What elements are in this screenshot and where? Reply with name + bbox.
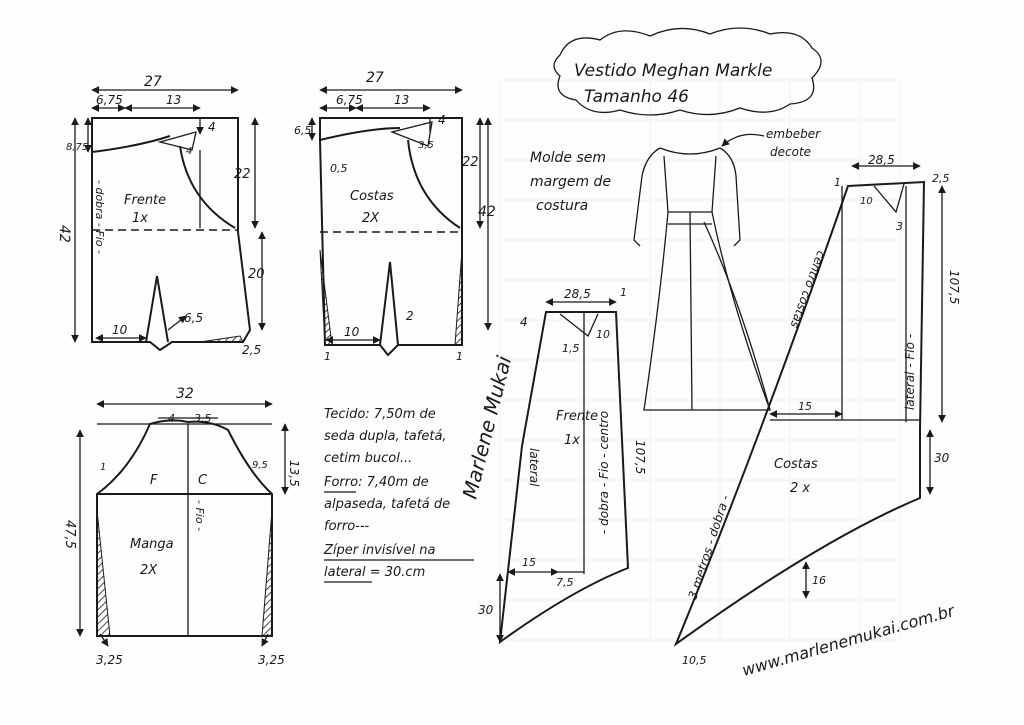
frente-height: 42 xyxy=(56,225,72,243)
costas-label: Costas xyxy=(350,189,394,204)
title-line-1: Vestido Meghan Markle xyxy=(574,61,772,81)
manga-left: 1 xyxy=(100,462,106,473)
skirt-front-right: 1 xyxy=(620,286,627,299)
costas-height: 42 xyxy=(478,204,496,220)
costas-d1: 6,75 xyxy=(336,93,363,107)
manga-right: 9,5 xyxy=(252,460,268,471)
costas-dart: 2 xyxy=(406,309,414,323)
frente-side2: 20 xyxy=(248,267,265,282)
skirt-back-metros: 3 metros - dobra - xyxy=(686,493,733,601)
frente-d3: 4 xyxy=(208,120,216,134)
skirt-back-dart: 10 xyxy=(860,196,873,207)
skirt-back-width: 28,5 xyxy=(868,153,895,167)
fabric-line-5: alpaseda, tafetá de xyxy=(324,497,450,512)
margin-note-3: costura xyxy=(536,198,588,214)
costas-c1: 1 xyxy=(324,350,331,363)
fabric-line-6: forro--- xyxy=(324,519,370,534)
skirt-back-zip: 30 xyxy=(934,451,950,465)
costas-qty: 2X xyxy=(362,211,380,226)
skirt-back-qty: 2 x xyxy=(790,481,810,496)
frente-d5: 4 xyxy=(186,146,192,157)
skirt-front-lateral: lateral xyxy=(527,448,541,487)
manga-lbl-c: C xyxy=(198,473,208,488)
costas-d6: 0,5 xyxy=(330,162,348,175)
manga-qty: 2X xyxy=(140,563,158,578)
skirt-back-hem: 16 xyxy=(812,574,826,587)
costas-d5: 3,5 xyxy=(418,140,434,151)
manga-b2: 3,25 xyxy=(258,653,285,667)
manga-height: 47,5 xyxy=(62,520,77,549)
frente-d1: 6,75 xyxy=(96,93,123,107)
skirt-front-length: 107,5 xyxy=(633,440,647,474)
frente-label: Frente xyxy=(124,193,166,208)
costas-side1: 22 xyxy=(462,155,479,170)
costas-d4: 6,5 xyxy=(294,124,312,137)
manga-width: 32 xyxy=(176,386,194,402)
frente-dart: 6,5 xyxy=(184,311,203,325)
frente-d2: 13 xyxy=(166,93,181,107)
costas-d3: 4 xyxy=(438,113,446,127)
skirt-back-left: 1 xyxy=(834,176,841,189)
manga-label: Manga xyxy=(130,537,174,552)
skirt-front-w15: 15 xyxy=(522,556,536,569)
manga-lbl-f: F xyxy=(150,473,158,488)
skirt-front-qty: 1x xyxy=(564,433,580,448)
title-line-2: Tamanho 46 xyxy=(584,87,689,107)
signature: Marlene Mukai xyxy=(458,353,517,501)
manga-cap2: 3,5 xyxy=(194,412,212,425)
manga-fio: - Fio - xyxy=(193,500,206,531)
skirt-front-width: 28,5 xyxy=(564,287,591,301)
dress-illustration xyxy=(633,147,771,411)
frente-bottom: 2,5 xyxy=(242,343,261,357)
frente-side1: 22 xyxy=(234,167,251,182)
title-cloud: Vestido Meghan Markle Tamanho 46 xyxy=(553,27,822,116)
fabric-line-4: Forro: 7,40m de xyxy=(324,475,429,490)
margin-note-1: Molde sem xyxy=(530,150,606,166)
costas-base: 10 xyxy=(344,325,360,339)
fabric-line-2: seda dupla, tafetá, xyxy=(324,429,447,444)
costas-width: 27 xyxy=(366,70,384,86)
fabric-line-7: Zíper invisível na xyxy=(323,543,435,558)
costas-d2: 13 xyxy=(394,93,409,107)
decote-note-1: embeber xyxy=(766,127,821,141)
skirt-back-lateral: lateral - Fio - xyxy=(903,334,917,410)
frente-width: 27 xyxy=(144,74,162,90)
fabric-line-3: cetim bucol... xyxy=(324,451,412,466)
skirt-back-label: Costas xyxy=(774,457,818,472)
skirt-back-w15: 15 xyxy=(798,400,812,413)
background-table-ghost xyxy=(499,79,901,641)
skirt-front-centro: - dobra - Fio - centro xyxy=(597,411,611,534)
skirt-back-centro: centro costas xyxy=(788,249,829,330)
bodice-back-piece: 27 6,75 13 4 6,5 3,5 0,5 22 42 2 10 1 1 … xyxy=(294,70,496,363)
frente-fold: - dobra - Fio - xyxy=(93,180,106,254)
skirt-front-label: Frente xyxy=(556,409,598,424)
skirt-front-piece: 28,5 4 1 1,5 10 107,5 Frente 1x lateral … xyxy=(478,286,647,645)
skirt-back-length: 107,5 xyxy=(947,270,961,304)
skirt-front-zip: 30 xyxy=(478,603,494,617)
skirt-back-dart2: 3 xyxy=(896,220,903,233)
skirt-front-dart2: 10 xyxy=(596,328,610,341)
manga-b1: 3,25 xyxy=(96,653,123,667)
fabric-notes: Tecido: 7,50m de seda dupla, tafetá, cet… xyxy=(323,407,474,583)
skirt-front-w75: 7,5 xyxy=(556,576,574,589)
manga-cap1: 4 xyxy=(168,412,175,425)
margin-note-2: margem de xyxy=(530,174,611,190)
fabric-line-8: lateral = 30.cm xyxy=(324,565,425,580)
skirt-back-bottom: 10,5 xyxy=(682,654,707,667)
skirt-back-right: 2,5 xyxy=(932,172,950,185)
frente-qty: 1x xyxy=(132,211,148,226)
skirt-front-dart: 1,5 xyxy=(562,342,580,355)
bodice-front-piece: 27 6,75 13 4 8,75 4 42 22 20 6,5 10 2,5 … xyxy=(56,74,266,357)
costas-c2: 1 xyxy=(456,350,463,363)
manga-capH: 13,5 xyxy=(287,460,301,487)
frente-base: 10 xyxy=(112,323,128,337)
frente-d4: 8,75 xyxy=(66,142,88,153)
skirt-front-left: 4 xyxy=(520,315,528,329)
fabric-line-1: Tecido: 7,50m de xyxy=(324,407,436,422)
sleeve-piece: 32 4 3,5 1 9,5 13,5 47,5 F C - Fio - Man… xyxy=(62,386,301,667)
decote-note-2: decote xyxy=(770,145,811,159)
